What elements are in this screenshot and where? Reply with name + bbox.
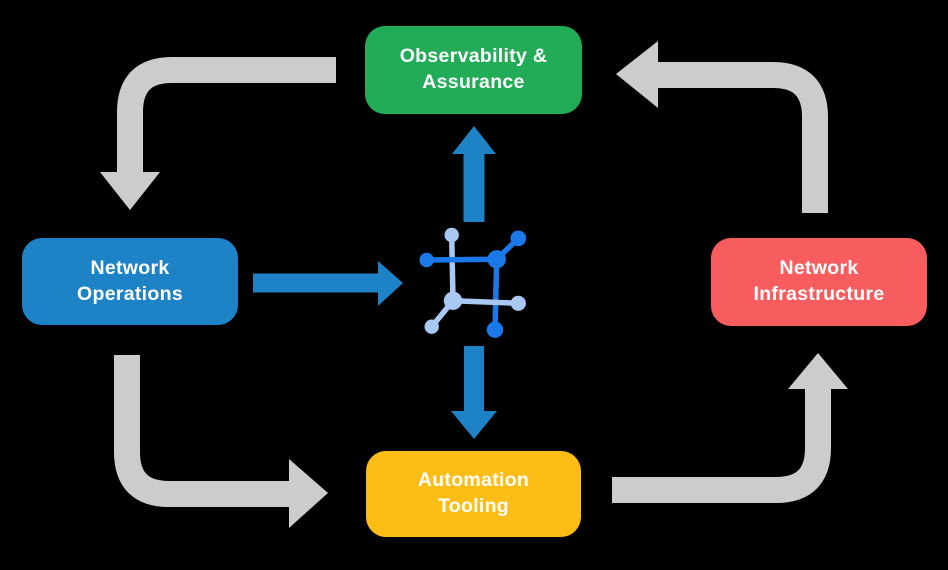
arrow-operations-to-automation xyxy=(114,355,328,528)
arrow-operations-to-center xyxy=(253,261,403,306)
network-mesh-icon xyxy=(419,227,527,338)
node-automation-tooling: Automation Tooling xyxy=(366,451,581,537)
node-automation-label: Automation Tooling xyxy=(417,469,530,517)
arrow-infrastructure-to-observability xyxy=(616,41,828,213)
node-operations-label: Network Operations xyxy=(77,256,183,305)
node-observability-label: Observability & Assurance xyxy=(399,45,548,93)
arrow-center-to-automation xyxy=(451,346,497,439)
node-network-infrastructure: Network Infrastructure xyxy=(711,238,927,326)
node-infrastructure-label: Network Infrastructure xyxy=(753,257,885,305)
node-network-operations: Network Operations xyxy=(22,238,238,325)
arrow-automation-to-infrastructure xyxy=(612,353,848,503)
node-observability-assurance: Observability & Assurance xyxy=(365,26,582,114)
arrow-observability-to-operations xyxy=(100,57,336,210)
arrow-center-to-observability xyxy=(452,126,496,222)
